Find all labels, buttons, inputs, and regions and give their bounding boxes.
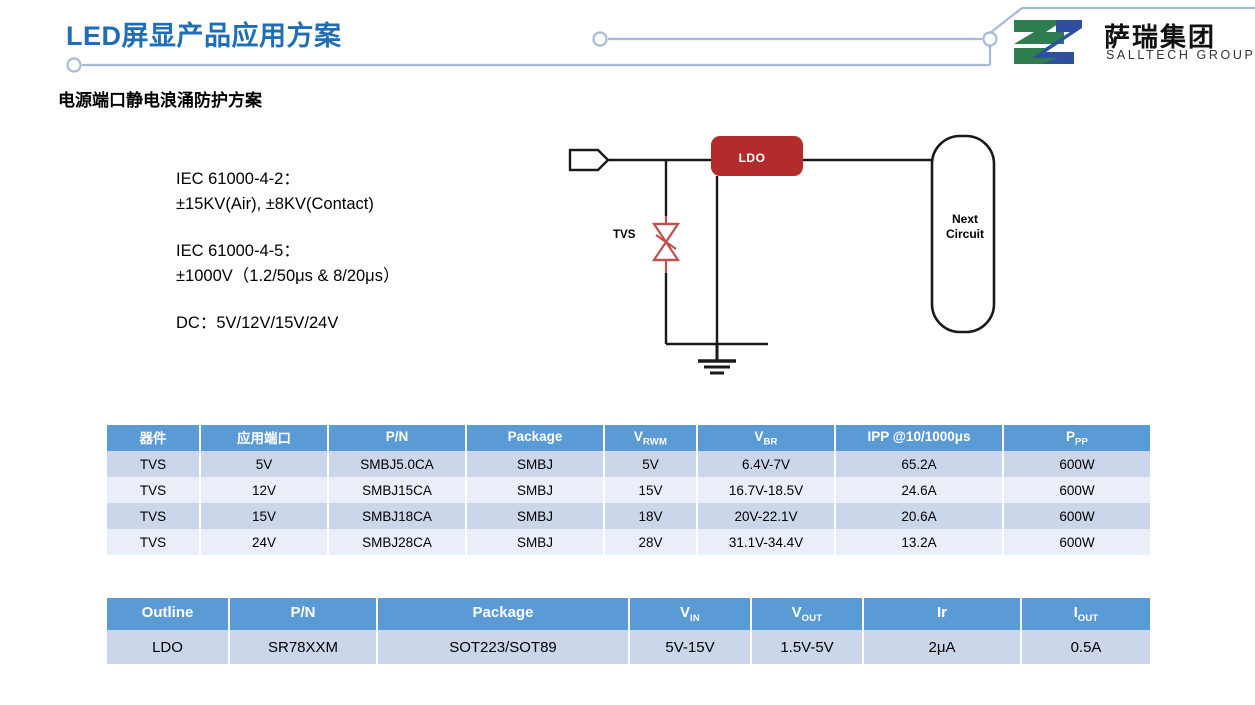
cell: 6.4V-7V (697, 451, 836, 477)
cell: SOT223/SOT89 (377, 630, 630, 664)
table-header-row: 器件 应用端口 P/N Package VRWM VBR IPP @10/100… (107, 425, 1150, 451)
cell: 600W (1003, 503, 1150, 529)
cell: 65.2A (835, 451, 1004, 477)
cell: SMBJ (466, 529, 605, 555)
spec-group: IEC 61000-4-2： ±15KV(Air), ±8KV(Contact) (176, 167, 399, 217)
spec-group: IEC 61000-4-5： ±1000V（1.2/50μs & 8/20μs） (176, 239, 399, 289)
col-header-outline: Outline (107, 598, 230, 630)
cell: 15V (604, 477, 698, 503)
col-header-ir: Ir (863, 598, 1022, 630)
cell: SMBJ (466, 503, 605, 529)
section-subtitle: 电源端口静电浪涌防护方案 (58, 91, 262, 110)
cell: SMBJ15CA (328, 477, 467, 503)
cell: TVS (107, 477, 201, 503)
cell: 1.5V-5V (751, 630, 864, 664)
col-header-vin: VIN (629, 598, 752, 630)
cell: SMBJ (466, 477, 605, 503)
spec-group: DC：5V/12V/15V/24V (176, 311, 399, 336)
circuit-diagram (568, 134, 996, 375)
tvs-spec-table: 器件 应用端口 P/N Package VRWM VBR IPP @10/100… (107, 425, 1150, 555)
logo-company-name-en: SALLTECH GROUP (1106, 48, 1255, 62)
spec-line: IEC 61000-4-5： (176, 242, 300, 260)
logo-company-name-cn: 萨瑞集团 (1104, 22, 1217, 52)
next-circuit-block (930, 134, 996, 334)
cell: LDO (107, 630, 230, 664)
logo-mark-icon (1014, 20, 1082, 64)
cell: SR78XXM (229, 630, 378, 664)
spec-line: ±15KV(Air), ±8KV(Contact) (176, 195, 374, 213)
next-circuit-label: Next Circuit (930, 212, 1000, 242)
cell: SMBJ28CA (328, 529, 467, 555)
col-header-package: Package (377, 598, 630, 630)
ldo-spec-table: Outline P/N Package VIN VOUT Ir IOUT LDO… (107, 598, 1150, 664)
cell: 600W (1003, 477, 1150, 503)
spec-text-block: IEC 61000-4-2： ±15KV(Air), ±8KV(Contact)… (176, 167, 399, 336)
col-header-device: 器件 (107, 425, 201, 451)
cell: 28V (604, 529, 698, 555)
col-header-ppp: PPP (1003, 425, 1150, 451)
cell: 20.6A (835, 503, 1004, 529)
ground-icon (698, 344, 736, 375)
cell: TVS (107, 529, 201, 555)
col-header-vout: VOUT (751, 598, 864, 630)
cell: SMBJ5.0CA (328, 451, 467, 477)
table-row: TVS 24V SMBJ28CA SMBJ 28V 31.1V-34.4V 13… (107, 529, 1150, 555)
page-title: LED屏显产品应用方案 (66, 21, 342, 51)
next-circuit-line2: Circuit (945, 227, 984, 241)
col-header-pn: P/N (229, 598, 378, 630)
col-header-vrwm: VRWM (604, 425, 698, 451)
cell: TVS (107, 451, 201, 477)
tvs-label: TVS (613, 229, 636, 241)
table-row: TVS 5V SMBJ5.0CA SMBJ 5V 6.4V-7V 65.2A 6… (107, 451, 1150, 477)
ldo-label: LDO (738, 151, 766, 165)
input-terminal-icon (568, 148, 610, 172)
ldo-block (711, 136, 803, 176)
cell: 12V (200, 477, 329, 503)
next-circuit-line1: Next (951, 212, 978, 226)
col-header-pn: P/N (328, 425, 467, 451)
cell: 5V (200, 451, 329, 477)
cell: 15V (200, 503, 329, 529)
col-header-vbr: VBR (697, 425, 836, 451)
cell: TVS (107, 503, 201, 529)
table-row: LDO SR78XXM SOT223/SOT89 5V-15V 1.5V-5V … (107, 630, 1150, 664)
cell: 5V-15V (629, 630, 752, 664)
cell: 18V (604, 503, 698, 529)
cell: 600W (1003, 451, 1150, 477)
col-header-port: 应用端口 (200, 425, 329, 451)
spec-line: IEC 61000-4-2： (176, 170, 300, 188)
table-row: TVS 15V SMBJ18CA SMBJ 18V 20V-22.1V 20.6… (107, 503, 1150, 529)
table-header-row: Outline P/N Package VIN VOUT Ir IOUT (107, 598, 1150, 630)
cell: 5V (604, 451, 698, 477)
cell: 20V-22.1V (697, 503, 836, 529)
cell: SMBJ (466, 451, 605, 477)
col-header-ipp: IPP @10/1000μs (835, 425, 1004, 451)
spec-line: ±1000V（1.2/50μs & 8/20μs） (176, 267, 400, 285)
col-header-package: Package (466, 425, 605, 451)
cell: 600W (1003, 529, 1150, 555)
cell: 24V (200, 529, 329, 555)
cell: 2μA (863, 630, 1022, 664)
spec-line: DC：5V/12V/15V/24V (176, 314, 339, 332)
cell: 24.6A (835, 477, 1004, 503)
cell: SMBJ18CA (328, 503, 467, 529)
cell: 31.1V-34.4V (697, 529, 836, 555)
cell: 16.7V-18.5V (697, 477, 836, 503)
tvs-diode-icon (651, 216, 681, 273)
company-logo: 萨瑞集团 SALLTECH GROUP (1012, 18, 1253, 68)
cell: 0.5A (1021, 630, 1150, 664)
cell: 13.2A (835, 529, 1004, 555)
col-header-iout: IOUT (1021, 598, 1150, 630)
table-row: TVS 12V SMBJ15CA SMBJ 15V 16.7V-18.5V 24… (107, 477, 1150, 503)
